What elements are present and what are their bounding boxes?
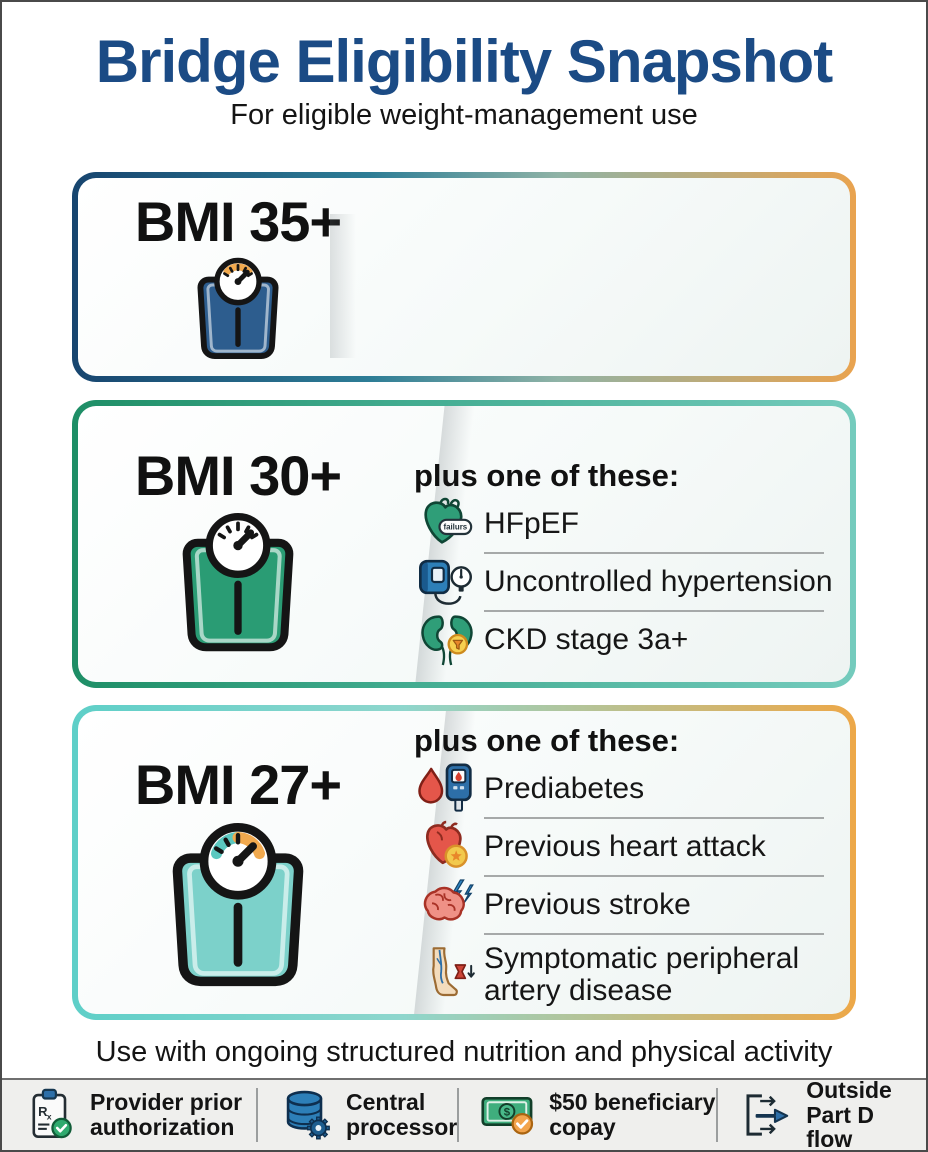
- database-gear-icon: [280, 1088, 336, 1142]
- footer-item-central-processor: Central processor: [258, 1080, 457, 1150]
- footer-label: Outside Part D flow: [806, 1077, 892, 1152]
- svg-text:x: x: [47, 1111, 52, 1121]
- row-separator: [484, 875, 824, 878]
- condition-row-prediabetes: Prediabetes: [414, 761, 836, 817]
- bathroom-scale-icon: [172, 823, 304, 987]
- dollar-copay-check-icon: $: [481, 1090, 539, 1140]
- bathroom-scale-icon: [182, 513, 294, 652]
- condition-row-hfpef: failurs HFpEF: [414, 496, 836, 552]
- footer-item-copay: $ $50 beneficiary copay: [459, 1080, 716, 1150]
- footer-divider: [716, 1088, 719, 1142]
- condition-row-pad: Symptomatic peripheral artery disease: [414, 935, 836, 1014]
- condition-label: Previous stroke: [484, 888, 691, 922]
- svg-text:failurs: failurs: [443, 523, 467, 532]
- plus-one-heading: plus one of these:: [414, 458, 680, 494]
- condition-row-heart-attack: Previous heart attack: [414, 819, 836, 875]
- blood-pressure-icon: [414, 554, 480, 610]
- footnote-text: Use with ongoing structured nutrition an…: [95, 1036, 833, 1069]
- row-separator: [484, 552, 824, 555]
- footer-label: $50 beneficiary copay: [549, 1089, 716, 1140]
- rx-clipboard-check-icon: R x: [24, 1087, 80, 1143]
- footer-item-part-d: Outside Part D flow: [718, 1077, 926, 1152]
- svg-text:$: $: [504, 1106, 511, 1118]
- blood-glucose-icon: [414, 761, 480, 817]
- card-bmi-35: BMI 35+: [72, 172, 856, 383]
- footer-item-prior-auth: R x Provider prior authorization: [2, 1080, 256, 1150]
- footer-label: Provider prior authorization: [90, 1089, 243, 1140]
- card-bmi-30: BMI 30+ plus one of these:: [72, 400, 856, 689]
- flow-arrows-icon: [740, 1090, 796, 1140]
- row-separator: [484, 817, 824, 820]
- condition-label: CKD stage 3a+: [484, 623, 689, 657]
- condition-row-hypertension: Uncontrolled hypertension: [414, 554, 836, 610]
- kidneys-icon: [414, 612, 480, 668]
- footer-label: Central processor: [346, 1089, 458, 1140]
- card-divider: [330, 214, 356, 359]
- condition-label: HFpEF: [484, 507, 580, 541]
- condition-label: Previous heart attack: [484, 830, 766, 864]
- bathroom-scale-icon: [197, 258, 279, 360]
- condition-row-stroke: Previous stroke: [414, 877, 836, 933]
- row-separator: [484, 610, 824, 613]
- card-bmi-27: BMI 27+ plus one: [72, 705, 856, 1021]
- heart-failure-icon: failurs: [414, 496, 480, 552]
- row-separator: [484, 933, 824, 936]
- footer-divider: [256, 1088, 258, 1142]
- footer-bar: R x Provider prior authorization: [2, 1078, 926, 1150]
- bmi-30-heading: BMI 30+: [134, 444, 342, 508]
- stroke-brain-icon: [414, 877, 480, 933]
- peripheral-artery-icon: [414, 944, 480, 1006]
- bmi-35-heading: BMI 35+: [134, 190, 342, 254]
- bmi-27-heading: BMI 27+: [134, 753, 342, 817]
- page-title: Bridge Eligibility Snapshot: [95, 28, 833, 95]
- heart-attack-icon: [414, 819, 480, 875]
- svg-text:R: R: [38, 1104, 48, 1119]
- condition-label: Prediabetes: [484, 772, 645, 806]
- condition-row-ckd: CKD stage 3a+: [414, 612, 836, 668]
- condition-label: Symptomatic peripheral artery disease: [484, 941, 800, 1008]
- footer-divider: [457, 1088, 460, 1142]
- condition-label: Uncontrolled hypertension: [484, 565, 833, 599]
- plus-one-heading: plus one of these:: [414, 723, 680, 759]
- page-subtitle: For eligible weight-management use: [230, 99, 698, 131]
